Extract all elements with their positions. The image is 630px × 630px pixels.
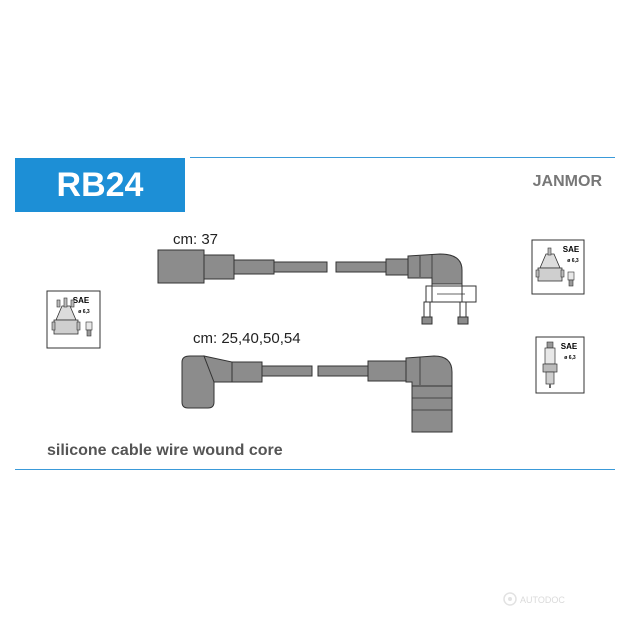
- bottom-divider: [15, 469, 615, 470]
- top-divider: [190, 157, 615, 158]
- watermark-logo: [503, 592, 517, 606]
- diameter-label-right-top: ø 6,3: [567, 258, 579, 264]
- product-code: RB24: [56, 166, 144, 204]
- diameter-label-plug: ø 6,3: [564, 355, 576, 361]
- sae-label-plug: SAE: [561, 342, 578, 351]
- cable-description: silicone cable wire wound core: [47, 442, 283, 459]
- product-code-badge: [15, 158, 185, 212]
- watermark: AUTODOC: [520, 595, 565, 605]
- cable-length-bottom: cm: 25,40,50,54: [193, 330, 301, 347]
- cable-straight-to-angled: [157, 249, 477, 325]
- cable-angled-to-angled: [181, 355, 453, 433]
- sae-label-left: SAE: [73, 296, 90, 305]
- spark-plug-icon: SAE ø 6,3: [535, 336, 585, 394]
- diameter-label-left: ø 6,3: [78, 309, 90, 315]
- sae-label-right-top: SAE: [563, 245, 580, 254]
- cable-length-top: cm: 37: [173, 231, 219, 248]
- distributor-cap-icon: SAE ø 6,3: [46, 290, 101, 349]
- brand-name: JANMOR: [532, 173, 602, 190]
- distributor-cap-icon: SAE ø 6,3: [531, 239, 585, 295]
